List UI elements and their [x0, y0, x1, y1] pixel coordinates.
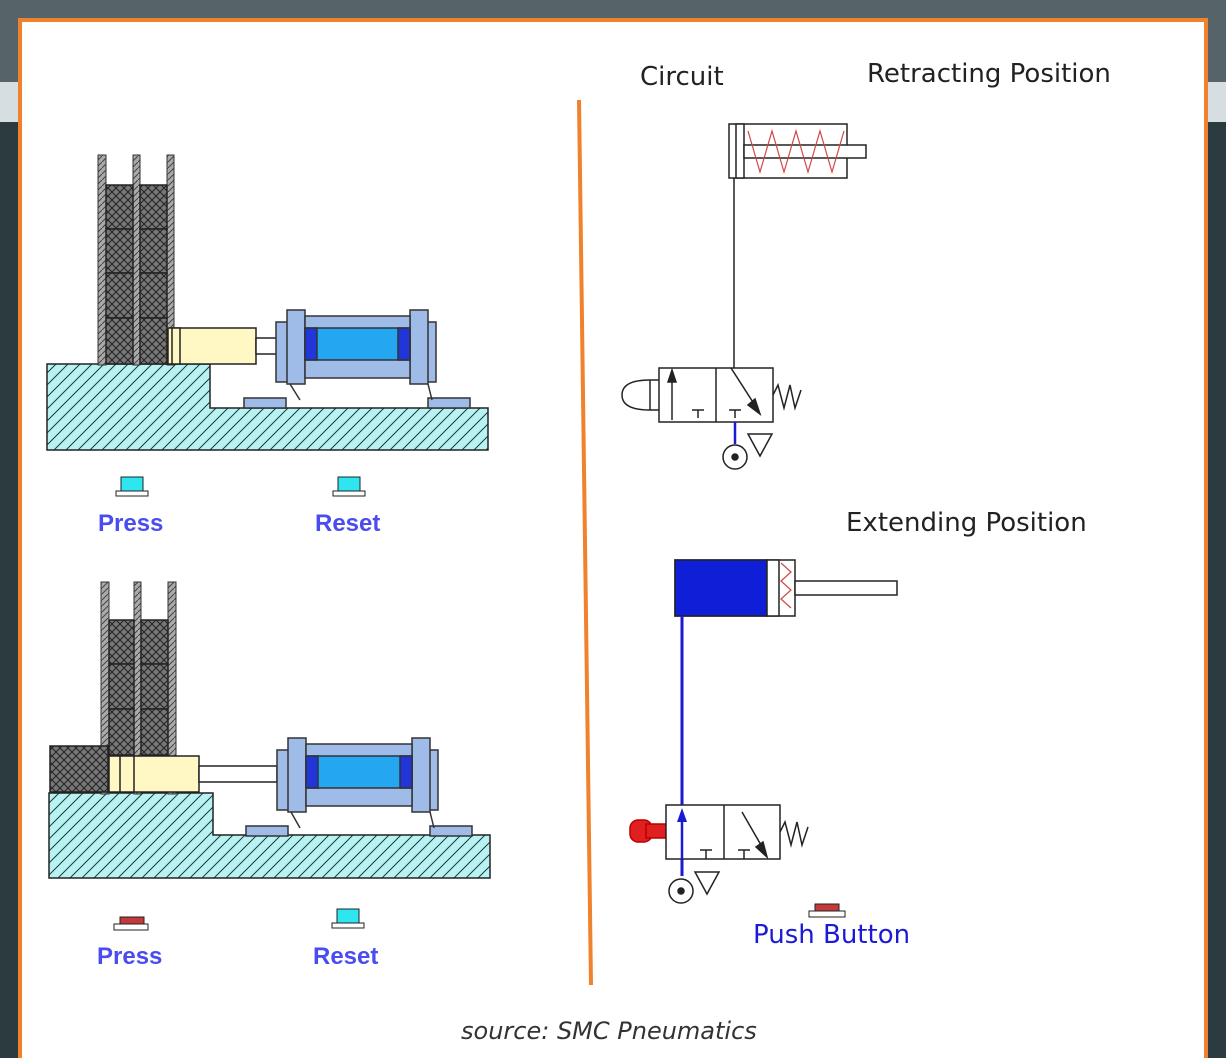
divider-line — [577, 99, 593, 986]
retracting-title: Retracting Position — [867, 59, 1111, 89]
cylinder-extended — [674, 559, 898, 617]
exhaust — [746, 433, 774, 458]
part-stack — [105, 184, 168, 365]
push-button-label[interactable]: Push Button — [753, 920, 911, 950]
ejected-part — [49, 745, 109, 793]
valve-extending — [629, 804, 809, 860]
press-button-top[interactable] — [115, 476, 149, 497]
part-stack — [108, 619, 169, 756]
extending-title: Extending Position — [846, 508, 1087, 538]
machine-bottom — [48, 581, 491, 879]
cylinder-retracted — [728, 123, 867, 179]
source-caption: source: SMC Pneumatics — [461, 1017, 757, 1045]
retracting-circuit — [621, 123, 867, 470]
press-button-bottom[interactable] — [113, 916, 149, 931]
pusher — [108, 755, 278, 793]
cylinder-assembly — [243, 309, 471, 409]
press-label-top[interactable]: Press — [98, 510, 164, 537]
reset-label-top[interactable]: Reset — [315, 510, 381, 537]
valve-retracting — [621, 367, 802, 423]
circuit-heading: Circuit — [640, 62, 724, 92]
pressure-source — [668, 878, 694, 904]
reset-label-bottom[interactable]: Reset — [313, 943, 379, 970]
diagram-frame — [18, 18, 1208, 1058]
pusher — [167, 327, 279, 365]
pressure-source — [722, 444, 748, 470]
extending-circuit — [629, 559, 898, 904]
machine-top — [46, 154, 489, 451]
press-label-bottom[interactable]: Press — [97, 943, 163, 970]
push-button[interactable] — [808, 903, 846, 918]
cylinder-assembly — [245, 737, 473, 837]
reset-button-bottom[interactable] — [331, 908, 365, 929]
exhaust — [693, 871, 721, 896]
reset-button-top[interactable] — [332, 476, 366, 497]
